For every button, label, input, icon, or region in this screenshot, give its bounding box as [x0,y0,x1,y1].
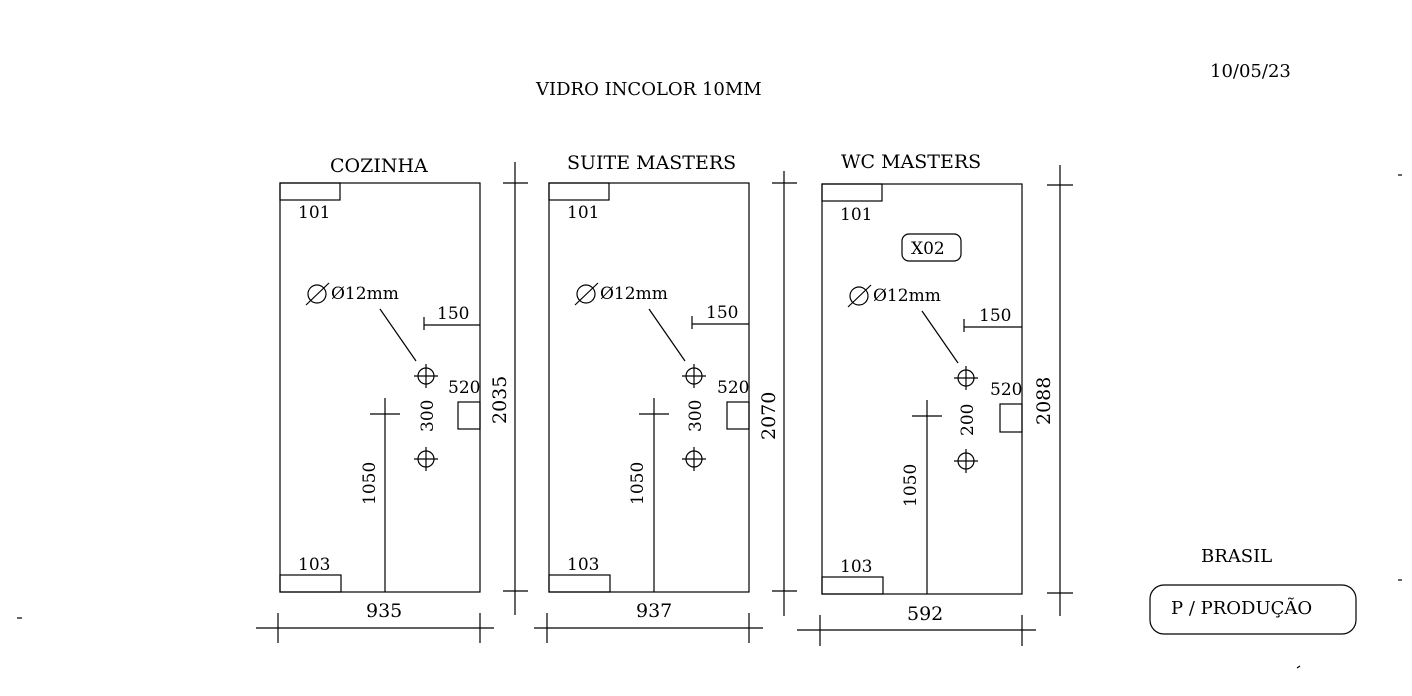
top-hinge-box [279,182,341,201]
glass-panel-outline [821,183,1023,595]
hole-diameter-callout: Ø12mm [305,282,417,362]
handle-box [457,401,481,430]
tag-box [901,233,962,262]
top-hinge-box [821,183,883,202]
panel-title: WC MASTERS [841,151,981,173]
hole-diameter-callout: Ø12mm [847,284,959,364]
country-label: BRASIL [1201,546,1272,567]
handle-box [999,403,1023,433]
handle-label: 520 [990,380,1022,400]
top-hinge-box [548,182,610,201]
diameter-symbol-icon [849,286,869,306]
drawing-title: VIDRO INCOLOR 10MM [535,79,762,100]
hole-marker-bottom [414,447,438,471]
hole-diameter-label: Ø12mm [873,286,941,306]
panel-title: COZINHA [330,155,428,177]
glass-panel-outline [548,182,750,593]
top-ref-label: 101 [298,203,330,223]
top-ref-label: 101 [567,203,599,223]
bottom-hinge-box [821,576,884,595]
status-stamp-label: P / PRODUÇÃO [1171,597,1312,619]
floor-height-label: 1050 [628,462,648,505]
bottom-ref-label: 103 [567,555,599,575]
handle-label: 520 [717,378,749,398]
hole-marker-top [682,364,706,388]
hole-marker-bottom [954,449,978,473]
leader-line [648,308,686,362]
total-height-label: 2070 [758,392,780,440]
hole-spacing-label: 300 [418,400,438,432]
panel-suite-masters: SUITE MASTERS 101 103 Ø12mm 150 300 520 [534,152,797,643]
handle-label: 520 [448,378,480,398]
diameter-symbol-icon [576,284,596,304]
status-stamp-box [1149,584,1357,635]
diameter-symbol-icon [307,284,327,304]
panel-wc-masters: WC MASTERS 101 103 X02 Ø12mm 150 200 [797,151,1073,646]
bottom-hinge-box [548,574,611,593]
width-label: 935 [366,600,402,622]
tag-label: X02 [911,239,945,259]
panel-title: SUITE MASTERS [567,152,736,174]
width-label: 937 [636,600,672,622]
drawing-date: 10/05/23 [1210,61,1291,82]
offset-top-label: 150 [437,304,469,324]
handle-box [726,401,750,430]
width-label: 592 [907,603,943,625]
bottom-ref-label: 103 [298,555,330,575]
offset-top-label: 150 [706,303,738,323]
hole-diameter-label: Ø12mm [331,284,399,304]
hole-marker-top [414,364,438,388]
floor-height-label: 1050 [360,462,380,505]
total-height-label: 2035 [489,376,511,424]
stray-mark [1296,665,1301,669]
leader-line [379,308,417,362]
floor-height-label: 1050 [901,464,921,507]
hole-diameter-callout: Ø12mm [574,282,686,362]
hole-marker-top [954,366,978,390]
hole-spacing-label: 300 [686,400,706,432]
hole-marker-bottom [682,447,706,471]
glass-panel-outline [279,182,481,593]
panel-cozinha: COZINHA 101 103 Ø12mm 150 300 520 [256,155,528,643]
top-ref-label: 101 [840,205,872,225]
offset-top-label: 150 [979,306,1011,326]
hole-diameter-label: Ø12mm [600,284,668,304]
total-height-label: 2088 [1033,377,1055,425]
bottom-hinge-box [279,574,342,593]
hole-spacing-label: 200 [958,404,978,436]
leader-line [921,310,959,364]
bottom-ref-label: 103 [840,557,872,577]
